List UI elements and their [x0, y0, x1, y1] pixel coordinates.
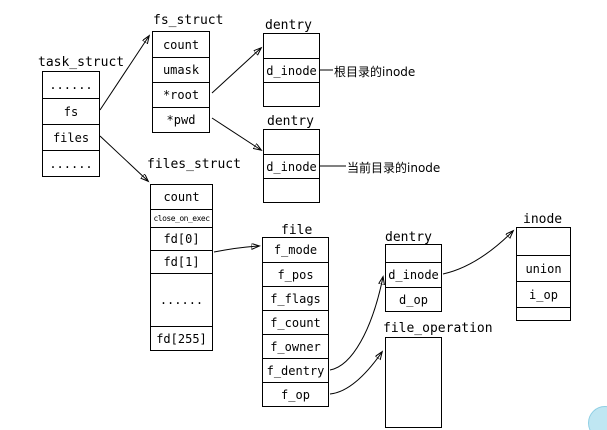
inode-box: union i_op	[516, 227, 571, 321]
fs-struct-row-pwd: *pwd	[153, 107, 209, 132]
file-operation-box	[385, 337, 442, 428]
inode-row-empty-top	[517, 228, 570, 255]
fs-struct-row-root: *root	[153, 82, 209, 107]
arrow-f-op-to-file-operation	[329, 352, 382, 395]
dentry-root-box: d_inode	[263, 33, 320, 107]
dentry-pwd-row-d-inode: d_inode	[264, 154, 319, 178]
file-row-f-op: f_op	[263, 382, 328, 406]
dentry-file-row-empty	[386, 245, 441, 262]
inode-row-i-op: i_op	[517, 281, 570, 307]
file-operation-label: file_operation	[383, 321, 493, 336]
fs-struct-row-count: count	[162, 37, 200, 52]
dentry-root-row-d-inode: d_inode	[264, 58, 319, 82]
fs-struct-row-umask: umask	[153, 57, 209, 82]
files-struct-row-fd1: fd[1]	[151, 250, 212, 273]
arrow-fd-to-file	[213, 246, 259, 253]
fs-struct-box: count umask *root *pwd	[152, 31, 210, 133]
arrow-root-to-dentry-root	[211, 48, 261, 94]
dentry-file-box: d_inode d_op	[385, 244, 442, 312]
files-struct-row-count: count	[163, 190, 200, 204]
dentry-file-row-d-inode: d_inode	[386, 262, 441, 287]
file-row-f-count: f_count	[263, 310, 328, 334]
task-struct-row-dots-top: ......	[49, 78, 93, 92]
files-struct-box: count close_on_exec fd[0] fd[1] ...... f…	[150, 184, 213, 351]
dentry-root-row-empty-bottom	[264, 82, 319, 106]
file-row-f-flags: f_flags	[263, 286, 328, 310]
file-row-f-dentry: f_dentry	[263, 358, 328, 382]
task-struct-label: task_struct	[38, 55, 125, 70]
task-struct-row-dots-bottom: ......	[43, 150, 99, 176]
files-struct-row-fd255: fd[255]	[151, 326, 212, 350]
dentry-root-label: dentry	[265, 18, 312, 33]
file-row-f-owner: f_owner	[263, 334, 328, 358]
file-row-f-pos: f_pos	[263, 262, 328, 286]
dentry-pwd-label: dentry	[267, 114, 314, 129]
annotation-root-inode: 根目录的inode	[334, 65, 416, 79]
files-struct-row-dots: ......	[151, 273, 212, 326]
dentry-pwd-row-empty-bottom	[264, 178, 319, 202]
file-label: file	[281, 223, 313, 238]
file-box: f_mode f_pos f_flags f_count f_owner f_d…	[262, 237, 329, 407]
arrow-d-inode-to-inode	[442, 231, 513, 275]
arrow-pwd-to-dentry-pwd	[211, 117, 261, 150]
files-struct-row-fd0: fd[0]	[151, 227, 212, 250]
file-row-f-mode: f_mode	[273, 243, 318, 257]
task-struct-box: ...... fs files ......	[42, 71, 100, 177]
dentry-file-row-d-op: d_op	[386, 287, 441, 311]
inode-row-empty-bottom	[517, 307, 570, 320]
arrow-task-fs-to-fs-struct	[99, 36, 149, 111]
inode-label: inode	[523, 212, 563, 227]
task-struct-row-fs: fs	[43, 98, 99, 124]
arrow-f-dentry-to-dentry	[329, 277, 383, 371]
fs-struct-label: fs_struct	[153, 13, 224, 28]
watermark-circle	[588, 406, 607, 430]
files-struct-label: files_struct	[147, 157, 241, 172]
arrow-task-files-to-files-struct	[99, 135, 148, 181]
task-struct-row-files: files	[43, 124, 99, 150]
dentry-root-row-empty-top	[264, 34, 319, 58]
annotation-pwd-inode: 当前目录的inode	[347, 161, 441, 175]
files-struct-row-close-on-exec: close_on_exec	[151, 209, 212, 227]
dentry-pwd-row-empty-top	[264, 130, 319, 154]
inode-row-union: union	[517, 255, 570, 281]
dentry-pwd-box: d_inode	[263, 129, 320, 203]
dentry-file-label: dentry	[385, 230, 432, 245]
